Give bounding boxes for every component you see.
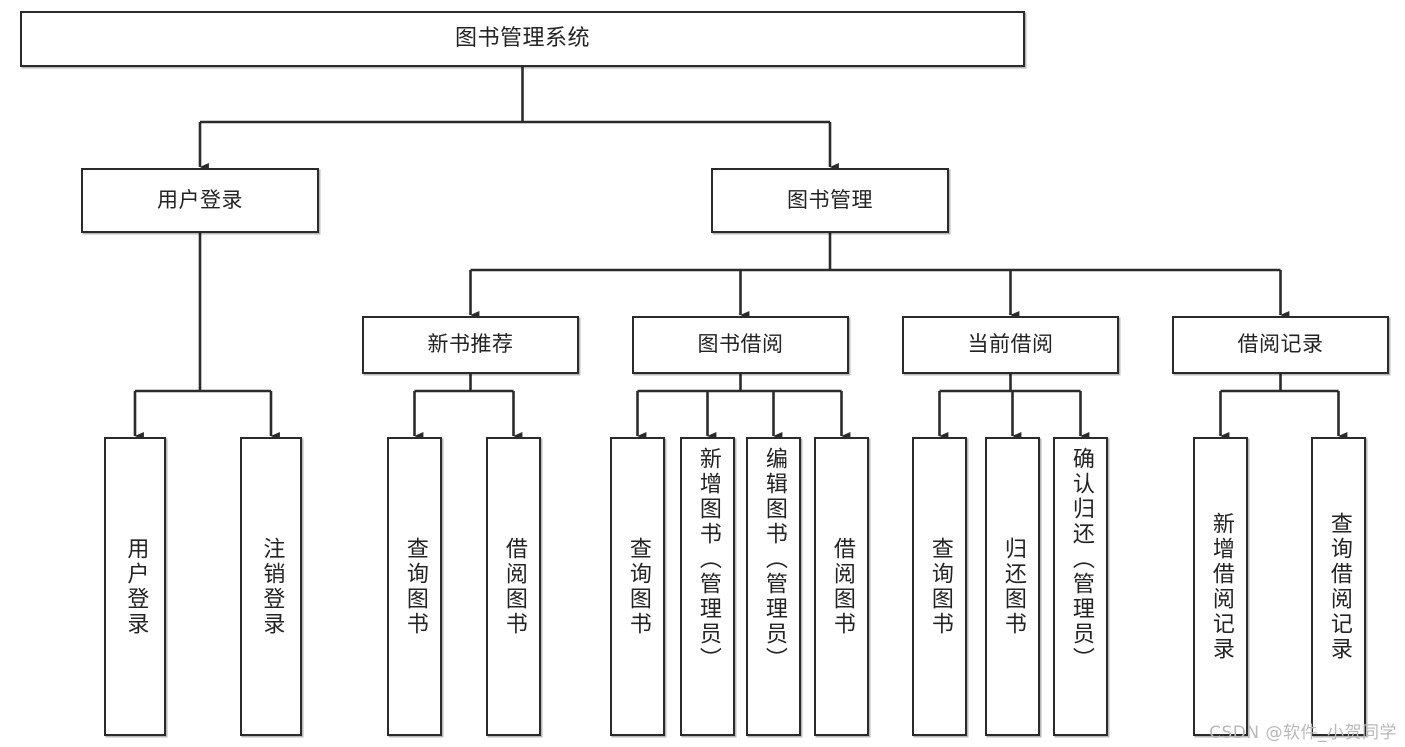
node-label-records: 借阅记录 bbox=[1237, 332, 1324, 357]
node-label-l_editbook: 编辑图书（管理员） bbox=[761, 447, 787, 672]
node-login[interactable]: 用户登录 bbox=[81, 168, 319, 233]
node-l_qbook1[interactable]: 查询图书 bbox=[387, 437, 442, 736]
node-label-l_addbook: 新增图书（管理员） bbox=[695, 447, 721, 672]
node-label-current: 当前借阅 bbox=[967, 332, 1054, 357]
node-label-l_bbook2: 借阅图书 bbox=[829, 536, 855, 637]
node-label-l_logout: 注销登录 bbox=[259, 536, 285, 637]
node-label-newrec: 新书推荐 bbox=[427, 332, 514, 357]
node-l_confirm[interactable]: 确认归还（管理员） bbox=[1053, 437, 1108, 736]
node-label-l_qrec: 查询借阅记录 bbox=[1326, 511, 1352, 662]
csdn-watermark: CSDN @软件_小贺同学 bbox=[1209, 723, 1397, 743]
node-label-l_qbook2: 查询图书 bbox=[625, 536, 651, 637]
node-l_addrec[interactable]: 新增借阅记录 bbox=[1193, 437, 1248, 736]
node-root[interactable]: 图书管理系统 bbox=[20, 11, 1025, 67]
node-l_qbook3[interactable]: 查询图书 bbox=[912, 437, 967, 736]
node-borrow[interactable]: 图书借阅 bbox=[632, 316, 849, 374]
node-l_bbook1[interactable]: 借阅图书 bbox=[486, 437, 541, 736]
node-l_bbook2[interactable]: 借阅图书 bbox=[814, 437, 869, 736]
node-l_qrec[interactable]: 查询借阅记录 bbox=[1311, 437, 1366, 736]
node-l_editbook[interactable]: 编辑图书（管理员） bbox=[746, 437, 801, 736]
node-label-borrow: 图书借阅 bbox=[697, 332, 784, 357]
node-records[interactable]: 借阅记录 bbox=[1172, 316, 1389, 374]
node-label-l_return: 归还图书 bbox=[1000, 536, 1026, 637]
node-label-bookmgmt: 图书管理 bbox=[787, 187, 873, 212]
node-newrec[interactable]: 新书推荐 bbox=[362, 316, 579, 374]
node-current[interactable]: 当前借阅 bbox=[902, 316, 1119, 374]
node-bookmgmt[interactable]: 图书管理 bbox=[711, 168, 949, 233]
node-label-l_qbook3: 查询图书 bbox=[927, 536, 953, 637]
node-label-l_login: 用户登录 bbox=[123, 536, 149, 637]
node-l_addbook[interactable]: 新增图书（管理员） bbox=[680, 437, 735, 736]
node-label-root: 图书管理系统 bbox=[454, 25, 590, 51]
node-label-l_bbook1: 借阅图书 bbox=[501, 536, 527, 637]
node-label-l_qbook1: 查询图书 bbox=[402, 536, 428, 637]
node-l_return[interactable]: 归还图书 bbox=[985, 437, 1040, 736]
node-label-login: 用户登录 bbox=[157, 187, 243, 212]
node-l_qbook2[interactable]: 查询图书 bbox=[610, 437, 665, 736]
node-l_logout[interactable]: 注销登录 bbox=[240, 437, 302, 736]
node-l_login[interactable]: 用户登录 bbox=[104, 437, 166, 736]
node-label-l_addrec: 新增借阅记录 bbox=[1208, 511, 1234, 662]
node-label-l_confirm: 确认归还（管理员） bbox=[1068, 447, 1094, 672]
